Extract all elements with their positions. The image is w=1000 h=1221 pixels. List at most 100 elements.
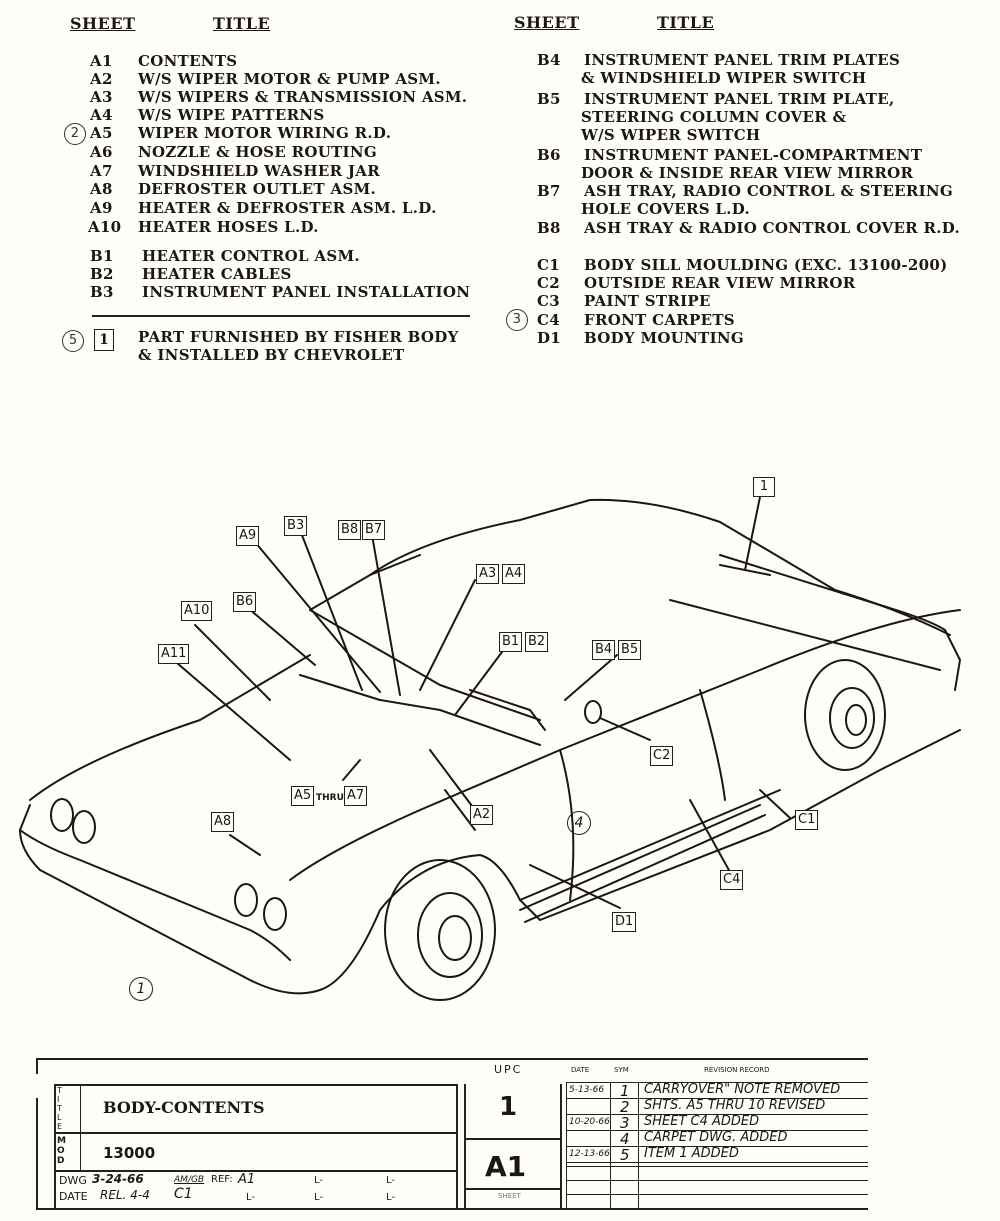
revision-record-header: REVISION RECORD [704, 1066, 770, 1074]
sheet-code: D1 [537, 329, 562, 347]
callout-a3: A3 [476, 564, 500, 584]
callout-a8: A8 [211, 812, 235, 832]
revision-date-header: DATE [571, 1066, 590, 1074]
sheet-title: DEFROSTER OUTLET ASM. [138, 180, 377, 198]
date-label: DATE [59, 1190, 88, 1203]
revision-marker-circle: 5 [62, 330, 84, 352]
section-divider [92, 315, 470, 317]
callout-b4: B4 [592, 640, 616, 660]
sheet-code: A3 [90, 88, 113, 106]
sheet-title: W/S WIPER MOTOR & PUMP ASM. [138, 70, 441, 88]
sheet-title-continuation: W/S WIPER SWITCH [581, 126, 761, 144]
callout-b3: B3 [284, 516, 308, 536]
revision-row-divider [566, 1146, 868, 1147]
sheet-code: A8 [90, 180, 113, 198]
sheet-title: ASH TRAY, RADIO CONTROL & STEERING [584, 182, 954, 200]
revision-record: SHEET C4 ADDED [644, 1114, 760, 1129]
callout-b1: B1 [499, 632, 523, 652]
sheet-title: ASH TRAY & RADIO CONTROL COVER R.D. [584, 219, 961, 237]
revision-sym: 2 [620, 1098, 630, 1116]
sheet-code: A5 [90, 124, 113, 142]
upc-value: 1 [499, 1092, 518, 1122]
callout-b5: B5 [618, 640, 642, 660]
l-field: L- [314, 1175, 324, 1186]
revision-date: 12-13-66 [569, 1149, 610, 1159]
sheet-title: W/S WIPE PATTERNS [138, 106, 325, 124]
sheet-code: C1 [537, 256, 560, 274]
note-line-1: PART FURNISHED BY FISHER BODY [138, 328, 459, 346]
sheet-label: SHEET [498, 1192, 521, 1200]
sheet-title: PAINT STRIPE [584, 292, 711, 310]
title-header-right: TITLE [657, 13, 715, 32]
sheet-code: C4 [537, 311, 560, 329]
sheet-title: INSTRUMENT PANEL-COMPARTMENT [584, 146, 923, 164]
callout-item-1: 1 [753, 477, 775, 497]
callout-a4: A4 [502, 564, 526, 584]
sheet-title: WINDSHIELD WASHER JAR [138, 162, 380, 180]
revision-record: SHTS. A5 THRU 10 REVISED [644, 1098, 826, 1113]
callout-a7: A7 [344, 786, 368, 806]
sheet-code: A4 [90, 106, 113, 124]
sheet-code: B7 [537, 182, 561, 200]
revision-row-divider [566, 1114, 868, 1115]
model-number: 13000 [103, 1144, 156, 1162]
callout-a5: A5 [291, 786, 315, 806]
release-code: C1 [174, 1186, 193, 1202]
l-field: L- [386, 1175, 396, 1186]
car-body-diagram: A9 B3 B8 B7 A3 A4 B6 A10 B1 B2 B4 B5 A11… [0, 460, 1000, 1020]
callout-c2: C2 [650, 746, 674, 766]
circled-marker-4: 4 [567, 811, 591, 835]
revision-sym: 5 [620, 1146, 630, 1164]
revision-row-divider [566, 1130, 868, 1131]
sheet-title-continuation: STEERING COLUMN COVER & [581, 108, 847, 126]
sheet-code: A10 [88, 218, 122, 236]
sheet-title: HEATER HOSES L.D. [138, 218, 319, 236]
release-date: REL. 4-4 [100, 1188, 150, 1202]
title-header-left: TITLE [213, 14, 271, 33]
sheet-title: FRONT CARPETS [584, 311, 735, 329]
sheet-code: C2 [537, 274, 560, 292]
ref-label: REF: [211, 1174, 233, 1185]
item-box: 1 [94, 329, 114, 351]
sheet-title-continuation: & WINDSHIELD WIPER SWITCH [581, 69, 867, 87]
sheet-code: B2 [90, 265, 114, 283]
sheet-title: HEATER & DEFROSTER ASM. L.D. [138, 199, 437, 217]
callout-a2: A2 [470, 805, 494, 825]
note-line-2: & INSTALLED BY CHEVROLET [138, 346, 405, 364]
sheet-title: INSTRUMENT PANEL TRIM PLATES [584, 51, 901, 69]
sheet-title: CONTENTS [138, 52, 238, 70]
revision-sym: 4 [620, 1130, 630, 1148]
l-field: L- [386, 1192, 396, 1203]
sheet-title: NOZZLE & HOSE ROUTING [138, 143, 377, 161]
callout-c1: C1 [795, 810, 819, 830]
sheet-code: B8 [537, 219, 561, 237]
sheet-number: A1 [485, 1150, 527, 1183]
initials: AM/GB [174, 1175, 205, 1185]
sheet-title: W/S WIPERS & TRANSMISSION ASM. [138, 88, 468, 106]
sheet-code: B6 [537, 146, 561, 164]
sheet-title: INSTRUMENT PANEL TRIM PLATE, [584, 90, 895, 108]
sheet-code: B4 [537, 51, 561, 69]
sheet-code: A1 [90, 52, 113, 70]
revision-row-divider [566, 1162, 868, 1163]
revision-sym: 3 [620, 1114, 630, 1132]
sheet-title: BODY MOUNTING [584, 329, 745, 347]
upc-label: UPC [494, 1063, 523, 1076]
sheet-header-left: SHEET [70, 14, 136, 33]
revision-record: CARRYOVER" NOTE REMOVED [644, 1082, 841, 1097]
callout-b2: B2 [525, 632, 549, 652]
sheet-code: B1 [90, 247, 114, 265]
callout-a9: A9 [236, 526, 260, 546]
sheet-code: A2 [90, 70, 113, 88]
revision-sym: 1 [620, 1082, 630, 1100]
sheet-title-continuation: HOLE COVERS L.D. [581, 200, 751, 218]
ref-value: A1 [238, 1172, 256, 1187]
sheet-title: INSTRUMENT PANEL INSTALLATION [142, 283, 471, 301]
sheet-title-continuation: DOOR & INSIDE REAR VIEW MIRROR [581, 164, 914, 182]
car-outline-drawing [19, 496, 961, 1001]
revision-date: 10-20-66 [569, 1117, 610, 1127]
callout-c4: C4 [720, 870, 744, 890]
